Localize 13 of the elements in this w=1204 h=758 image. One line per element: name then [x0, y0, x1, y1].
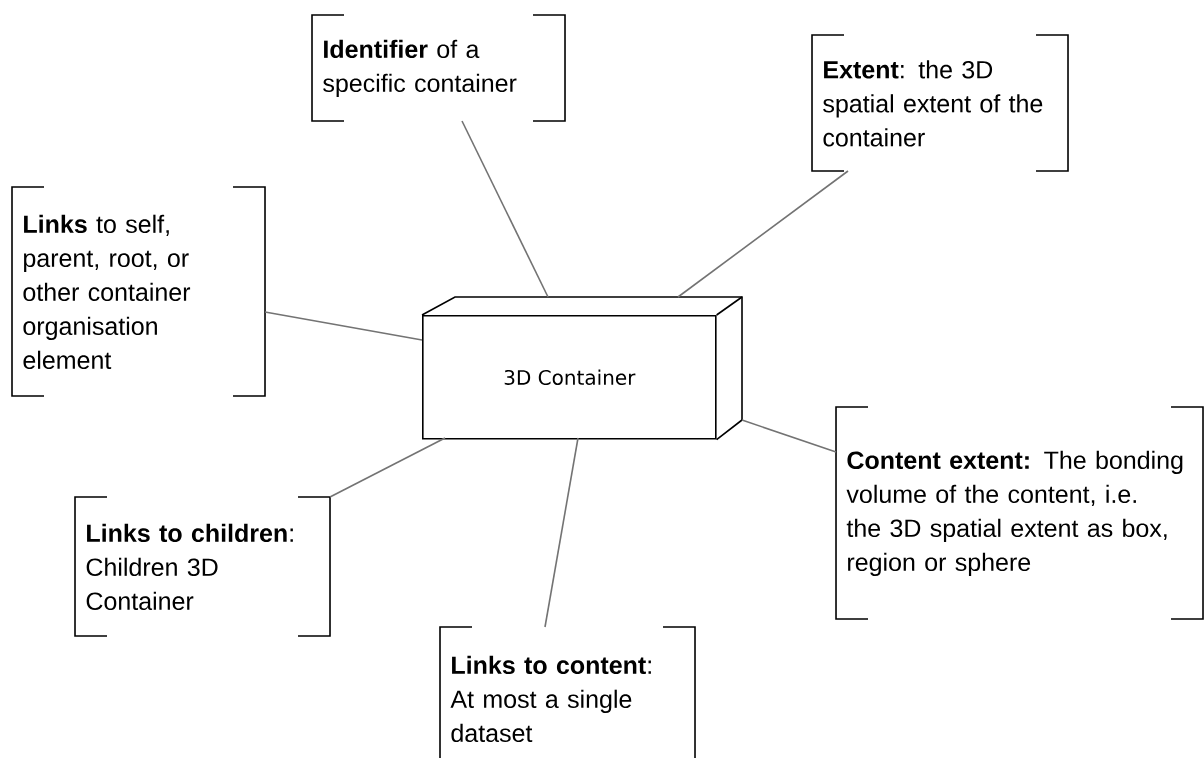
leader-line — [544, 437, 579, 628]
leader-line — [264, 311, 423, 341]
leader-line — [461, 120, 549, 298]
bracket-callout: Extent: the 3D spatial extent of the container — [811, 34, 1069, 172]
bracket-callout: Content extent: The bonding volume of the content, i.e. the 3D spatial extent as box, region or sphere — [835, 406, 1204, 620]
cuboid: 3D Container — [421, 296, 743, 441]
leader-line — [329, 437, 446, 498]
bracket-callout: Links to self, parent, root, or other container organisation element — [11, 186, 266, 397]
bracket-callout: Identifier of a specific container — [311, 14, 566, 122]
leader-line — [677, 170, 849, 298]
bracket-callout: Links to children: Children 3D Container — [74, 496, 331, 637]
bracket-callout: Links to content: At most a single dataset — [439, 626, 696, 758]
leader-line — [741, 419, 837, 453]
